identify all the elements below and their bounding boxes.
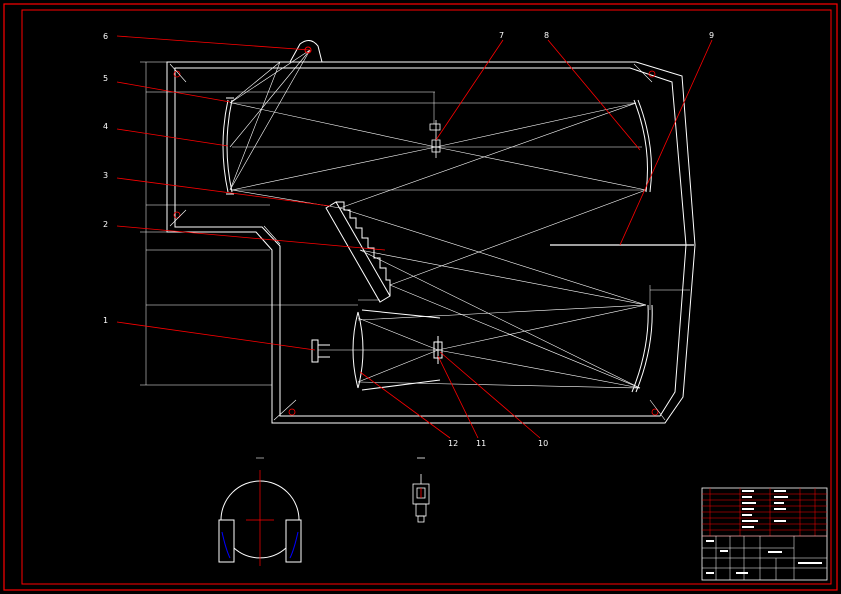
leader-lines xyxy=(116,35,713,439)
corner-braces xyxy=(169,63,666,421)
section-view-lamp xyxy=(412,457,430,523)
callout-2: 2 xyxy=(103,220,108,229)
ray-paths xyxy=(229,49,647,389)
mounting-screws xyxy=(173,70,659,416)
section-view-detail xyxy=(218,457,302,566)
slit-assembly xyxy=(429,120,441,158)
callout-10: 10 xyxy=(538,439,548,448)
focusing-mirror-upper xyxy=(633,99,652,193)
callout-9: 9 xyxy=(709,31,714,40)
callout-8: 8 xyxy=(544,31,549,40)
callout-labels: 1 2 3 4 5 6 7 8 9 10 11 12 xyxy=(103,31,714,448)
callout-7: 7 xyxy=(499,31,504,40)
callout-11: 11 xyxy=(476,439,486,448)
lamp-housing xyxy=(275,40,323,63)
instrument-housing xyxy=(166,61,696,424)
drawing-frame xyxy=(3,3,838,591)
collimating-mirror xyxy=(222,97,234,195)
callout-3: 3 xyxy=(103,171,108,180)
focusing-mirror-lower xyxy=(631,304,653,393)
callout-1: 1 xyxy=(103,316,108,325)
callout-6: 6 xyxy=(103,32,108,41)
callout-5: 5 xyxy=(103,74,108,83)
light-source-assembly xyxy=(311,309,443,391)
dimension-lines xyxy=(140,61,690,386)
callout-4: 4 xyxy=(103,122,108,131)
callout-12: 12 xyxy=(448,439,458,448)
diffraction-grating xyxy=(325,201,391,303)
title-block xyxy=(701,487,828,581)
